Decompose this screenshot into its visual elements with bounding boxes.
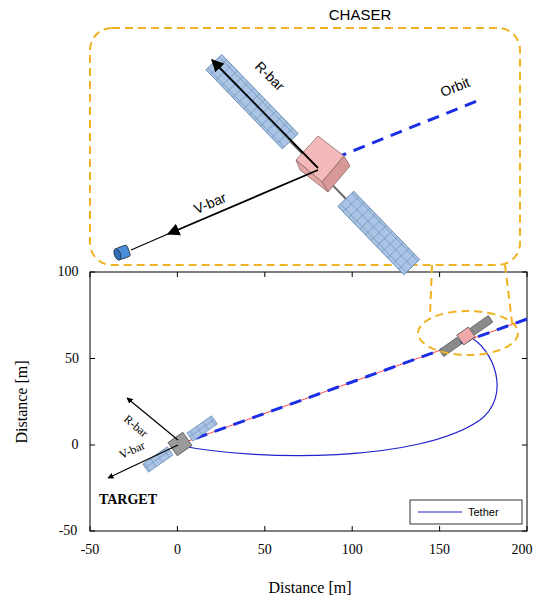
legend-box	[410, 500, 522, 524]
axis-title: Distance [m]	[14, 360, 30, 443]
axis-name: R-bar	[122, 413, 151, 440]
inset-chaser-body	[296, 136, 350, 192]
tick-label: 50	[258, 543, 272, 557]
tick-label: 0	[72, 438, 79, 452]
tick-label: -50	[81, 543, 100, 557]
tick-label: 100	[58, 265, 79, 279]
target-axes	[108, 398, 178, 478]
axis-name: V-bar	[117, 439, 146, 461]
axis-name: R-bar	[253, 59, 288, 94]
chaser-satellite	[438, 314, 494, 358]
tether-curve	[177, 336, 497, 456]
tick-label: 200	[512, 543, 533, 557]
axis-name: V-bar	[192, 190, 228, 216]
target-satellite	[141, 413, 219, 474]
tick-label: 150	[429, 543, 450, 557]
zoom-callout	[90, 28, 520, 355]
inset-orbit	[335, 99, 482, 158]
callout-title: CHASER	[329, 7, 392, 22]
axis-title: Distance [m]	[268, 580, 351, 596]
inset-panels	[206, 54, 420, 274]
inset-axes	[131, 60, 318, 250]
orbit-name: Orbit	[438, 75, 471, 99]
tick-label: 50	[65, 352, 79, 366]
tick-label: -50	[59, 524, 78, 538]
orbit-line	[177, 319, 527, 445]
legend-entry: Tether	[468, 505, 499, 519]
legend: Tether	[468, 505, 499, 519]
tick-label: 0	[174, 543, 181, 557]
satellite-name: TARGET	[99, 493, 157, 507]
docking-target	[113, 245, 131, 261]
tick-label: 100	[342, 543, 363, 557]
plot-axes	[90, 272, 527, 531]
